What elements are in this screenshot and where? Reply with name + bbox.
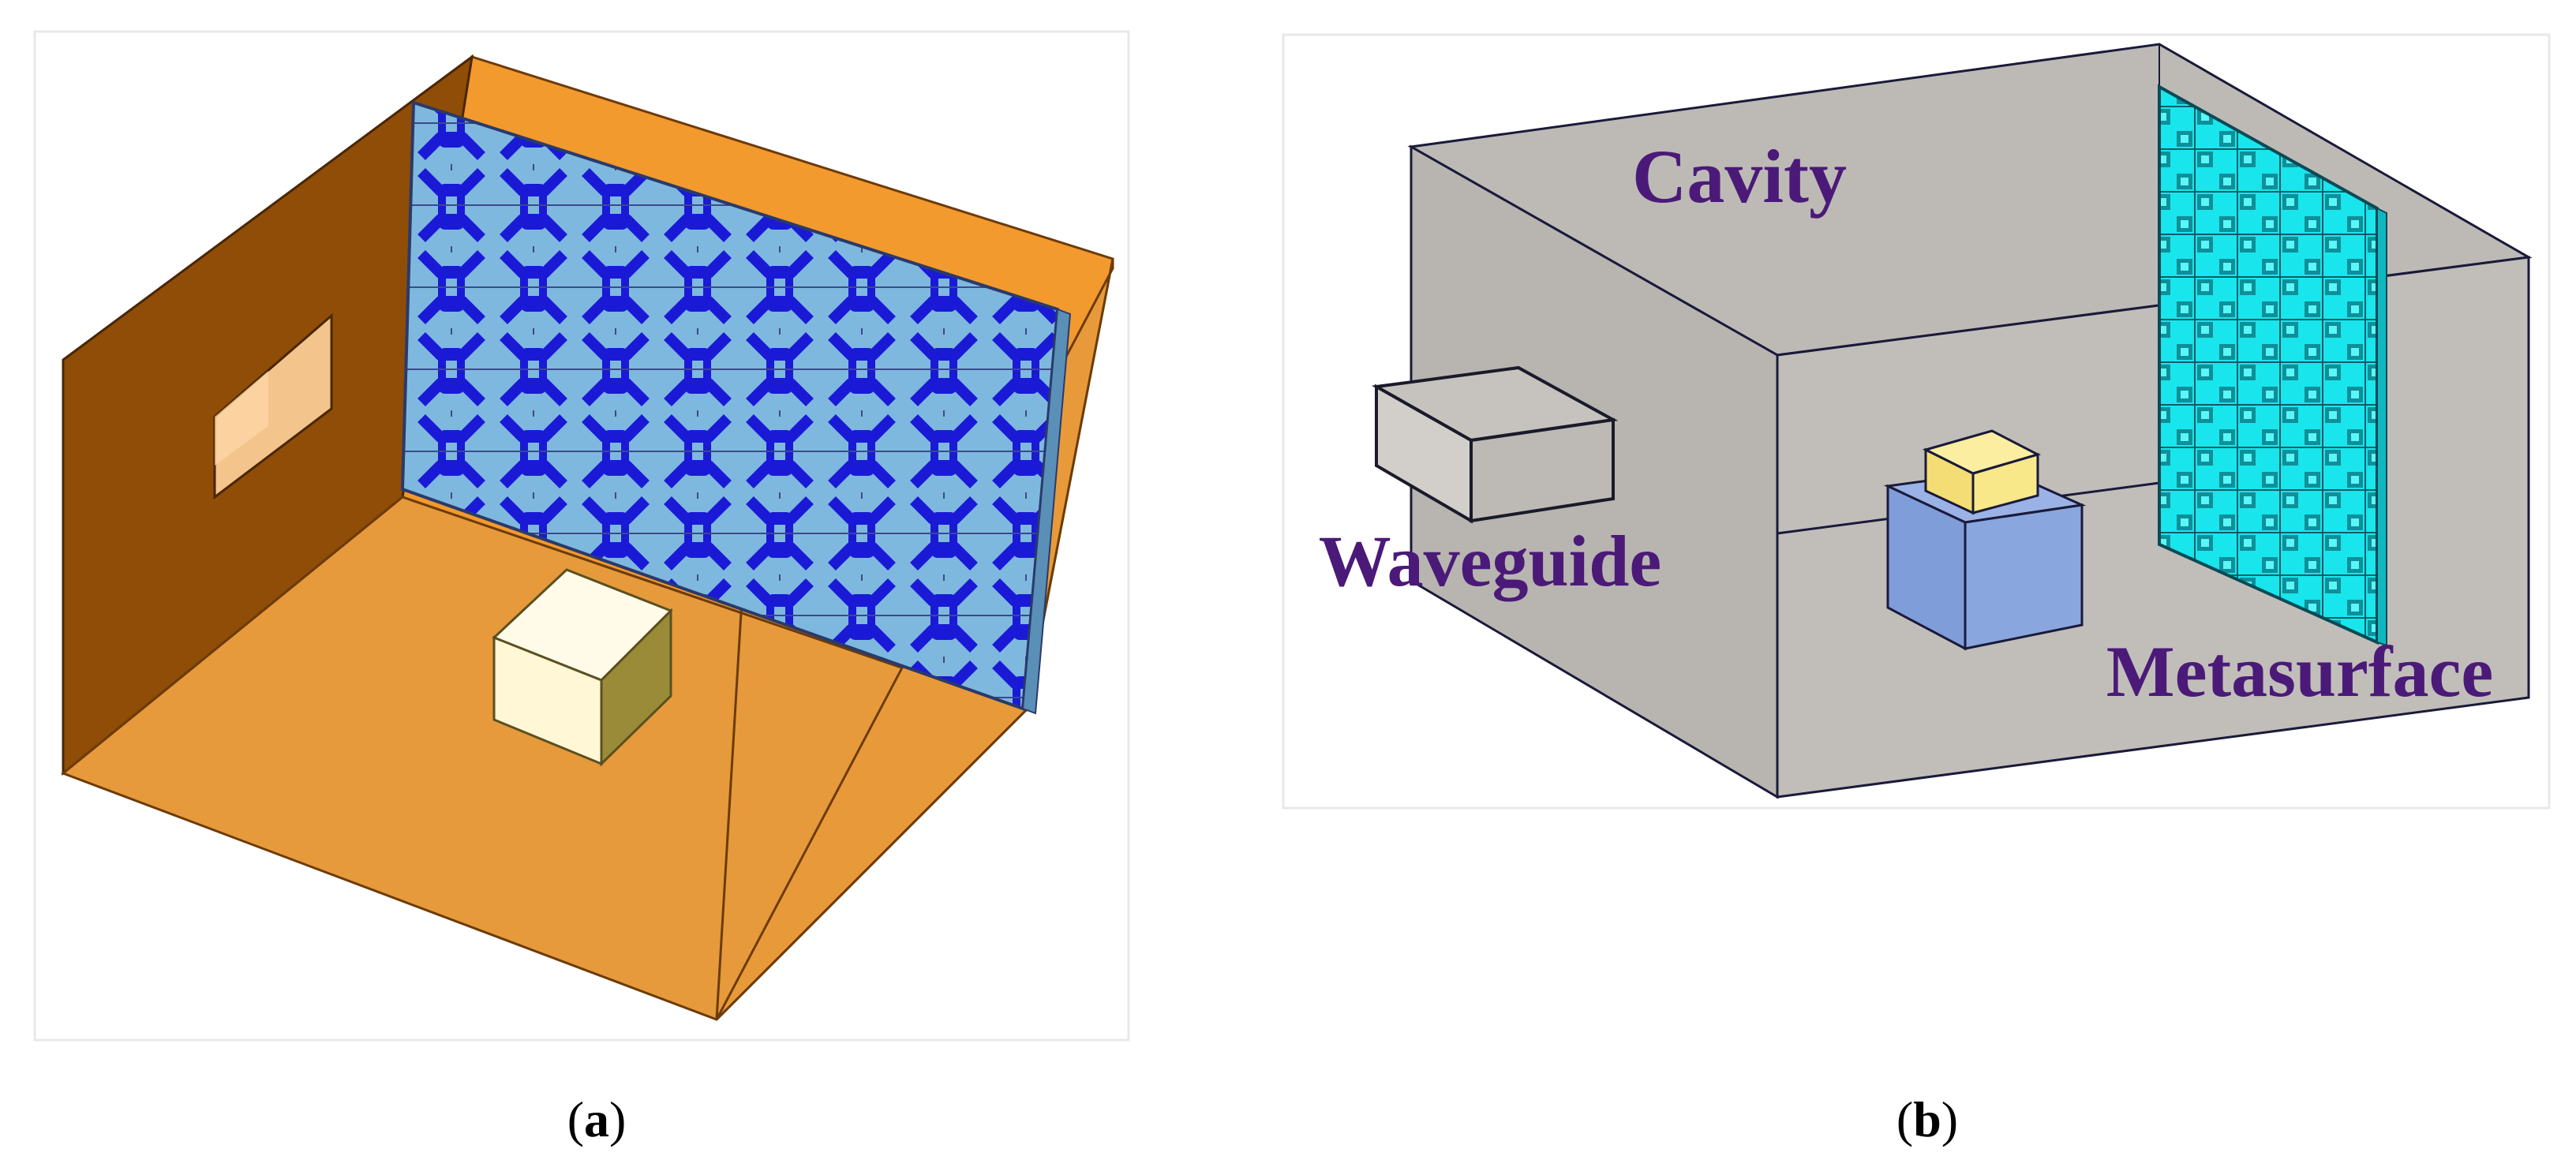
waveguide-aperture <box>213 312 333 500</box>
metasurface-label: Metasurface <box>2106 631 2493 712</box>
panel-a-caption: (a) <box>567 1091 627 1147</box>
waveguide-box <box>1371 365 1619 524</box>
dielectric-cube-a <box>492 568 673 767</box>
dielectric-cube-b <box>1922 429 2042 515</box>
panel-b-caption: (b) <box>1896 1091 1958 1147</box>
panel-b: Cavity Waveguide Metasurface <box>1282 33 2551 810</box>
cavity-label: Cavity <box>1632 134 1847 219</box>
waveguide-label: Waveguide <box>1319 521 1661 601</box>
panel-a <box>33 30 1130 1042</box>
